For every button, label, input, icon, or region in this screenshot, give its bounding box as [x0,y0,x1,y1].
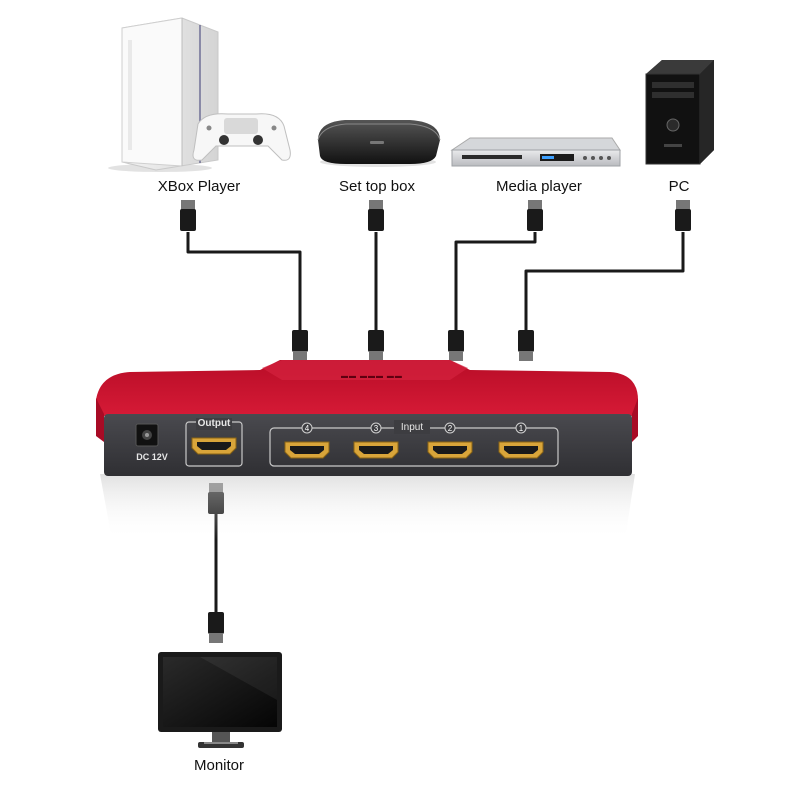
port-number: 2 [448,424,453,433]
input-label: Input [401,422,423,433]
set-top-box-icon [318,120,440,167]
hdmi-plug [180,200,196,231]
hdmi-input-port [354,442,398,458]
port-number: 3 [374,424,379,433]
hdmi-plug [518,330,534,361]
hdmi-input-port [499,442,543,458]
pc-label: PC [669,178,690,195]
hdmi-input-port [285,442,329,458]
hdmi-plug [448,330,464,361]
hdmi-output-port [192,438,236,454]
cable-xbox [188,232,300,330]
hdmi-plug [675,200,691,231]
game-console-icon [108,18,290,172]
hdmi-input-port [428,442,472,458]
hdmi-plug [527,200,543,231]
dc-power-label: DC 12V [136,452,168,462]
port-number: 4 [305,424,310,433]
hdmi-plug [368,330,384,361]
monitor-label: Monitor [194,757,244,774]
output-label: Output [198,418,231,429]
hdmi-plug [292,330,308,361]
monitor-icon [158,652,282,748]
cable-media-player [456,232,535,330]
pc-tower-icon [646,60,714,164]
set-top-box-label: Set top box [339,178,415,195]
cable-pc [526,232,683,330]
hdmi-plug [208,612,224,643]
xbox-player-label: XBox Player [158,178,241,195]
svg-text:▬▬ ▬▬▬ ▬▬: ▬▬ ▬▬▬ ▬▬ [341,373,403,380]
media-player-icon [452,138,620,166]
media-player-label: Media player [496,178,582,195]
hdmi-plug [368,200,384,231]
port-number: 1 [519,424,524,433]
